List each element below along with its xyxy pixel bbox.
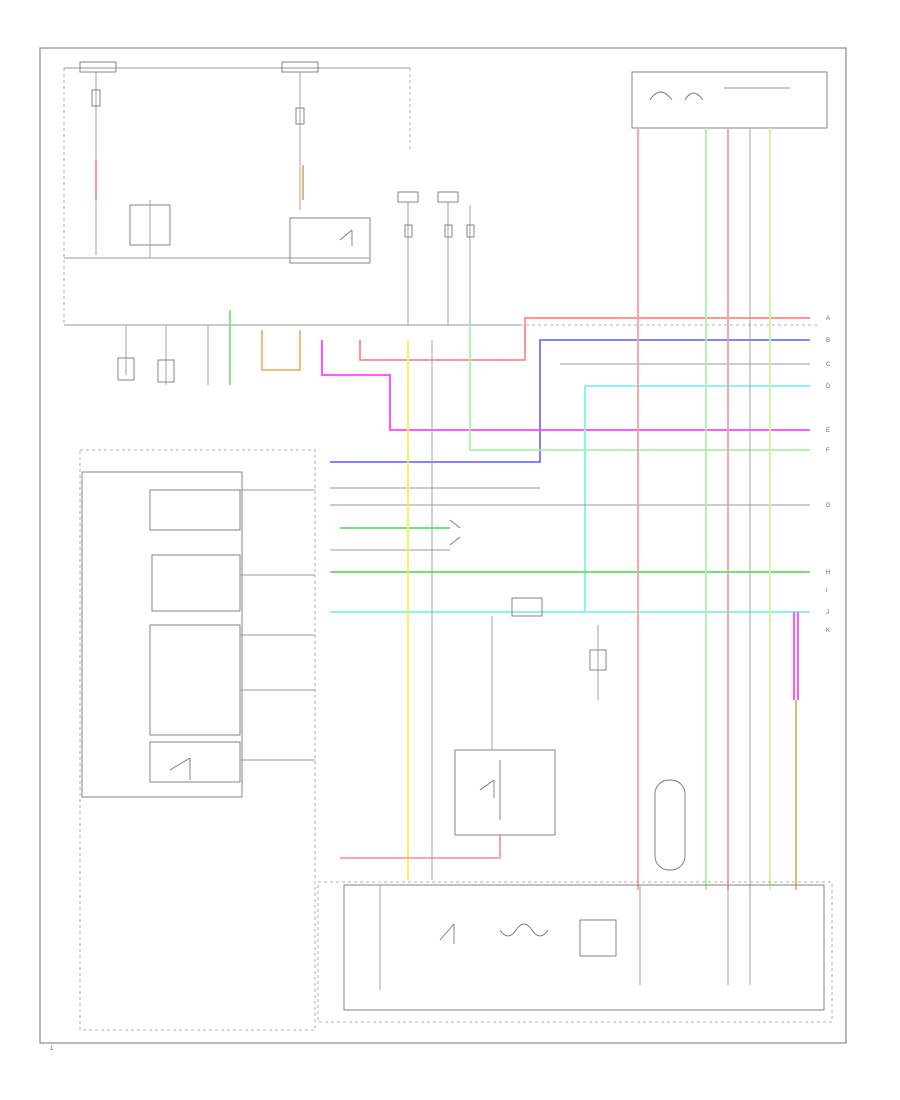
colored-wiring (321, 128, 810, 890)
wire-cyan-top (584, 385, 810, 612)
switch-left-rear (151, 554, 241, 612)
connector-pin-h: H (826, 570, 830, 576)
power-window-master-switch (79, 449, 316, 1031)
window-lock-switch (149, 741, 241, 783)
connector-pin-e: E (826, 428, 830, 434)
connector-pin-i: I (826, 588, 828, 594)
center-components (449, 519, 686, 871)
fuse-taps-center (397, 191, 475, 325)
wire-magenta-vertical (793, 612, 799, 700)
diagram-border (39, 47, 847, 1044)
wire-blue-main (330, 339, 810, 463)
connector-pin-f: F (826, 448, 830, 454)
connector-pin-j: J (826, 610, 829, 616)
connector-pin-k: K (826, 628, 830, 634)
connector-pin-c: C (826, 362, 831, 368)
connector-pin-b: B (826, 338, 830, 344)
fuse-block-hot-in-run (281, 61, 319, 73)
fuse-2 (295, 107, 305, 125)
wire-red-main (359, 317, 810, 361)
ground-components-left (117, 310, 301, 385)
switch-front-passenger (149, 489, 241, 531)
relay-main (289, 217, 371, 264)
connector-pins-right: A B C D E F G H I J K (826, 316, 831, 634)
top-right-unit (631, 71, 828, 129)
relay-center (454, 749, 556, 836)
power-supply-section (63, 61, 820, 326)
switch-right-rear (149, 624, 241, 736)
page-reference: 1 (50, 1046, 54, 1052)
fuse-1 (91, 89, 101, 107)
power-window-control-unit (317, 881, 833, 1023)
connector-pin-g: G (826, 503, 831, 509)
wire-magenta-main (321, 340, 810, 431)
fuse-block-hot-at-all-times (79, 61, 117, 73)
connector-pin-d: D (826, 384, 831, 390)
wire-lightgreen-long (469, 325, 810, 451)
connector-pin-a: A (826, 316, 830, 322)
